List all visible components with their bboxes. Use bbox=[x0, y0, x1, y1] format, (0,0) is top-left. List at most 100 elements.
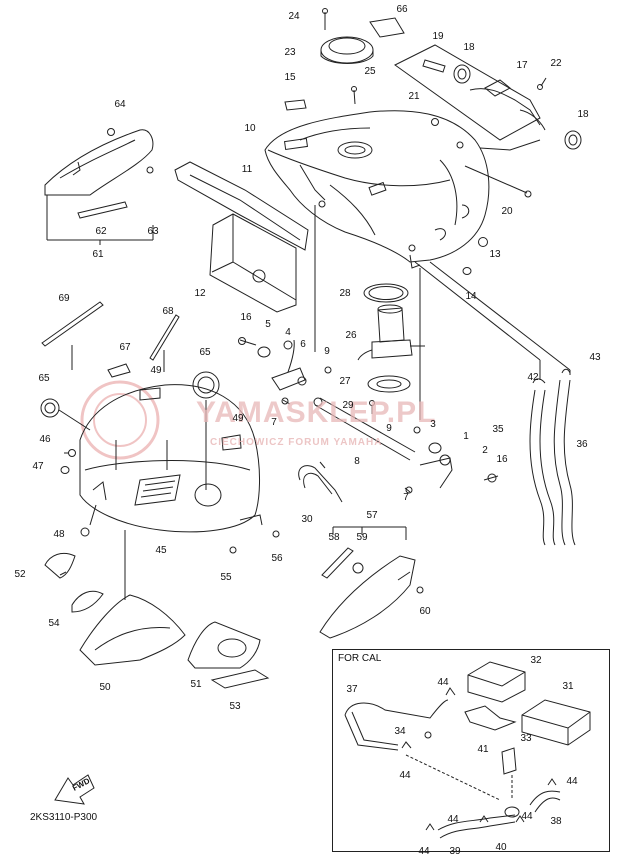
canister-31 bbox=[522, 700, 590, 745]
part-label: 47 bbox=[32, 461, 44, 472]
part-label: 54 bbox=[48, 618, 60, 629]
part-label: 49 bbox=[232, 413, 244, 424]
part-label: 43 bbox=[589, 352, 601, 363]
part-label: 57 bbox=[366, 510, 378, 521]
front-tank-cover bbox=[80, 385, 260, 532]
part-label: 65 bbox=[38, 373, 50, 384]
part-label: 16 bbox=[240, 312, 252, 323]
lower-cover-50 bbox=[80, 595, 185, 665]
part-label: 38 bbox=[550, 816, 562, 827]
part-label: 28 bbox=[339, 288, 351, 299]
part-label: 50 bbox=[99, 682, 111, 693]
part-label: 23 bbox=[284, 47, 296, 58]
part-label: 4 bbox=[285, 327, 291, 338]
part-label: 44 bbox=[521, 811, 533, 822]
fuel-hose-30 bbox=[299, 466, 342, 502]
part-label: 44 bbox=[447, 814, 459, 825]
part-label: 7 bbox=[403, 492, 409, 503]
drain-hose-36 bbox=[554, 380, 565, 545]
lower-cover-51 bbox=[188, 622, 260, 668]
part-label: 59 bbox=[356, 532, 368, 543]
part-label: 58 bbox=[328, 532, 340, 543]
fwd-arrow bbox=[55, 775, 94, 804]
part-label: 65 bbox=[199, 347, 211, 358]
cal-inset-box bbox=[332, 649, 610, 852]
watermark: YAMASKLEP.PL bbox=[196, 396, 437, 429]
bracket-panel bbox=[320, 556, 415, 638]
part-label: 18 bbox=[577, 109, 589, 120]
part-label: 18 bbox=[463, 42, 475, 53]
part-label: 56 bbox=[271, 553, 283, 564]
part-label: 15 bbox=[284, 72, 296, 83]
part-label: 29 bbox=[342, 400, 354, 411]
part-label: 52 bbox=[14, 569, 26, 580]
part-label: 42 bbox=[527, 372, 539, 383]
part-label: 68 bbox=[162, 306, 174, 317]
part-label: 37 bbox=[346, 684, 358, 695]
part-label: 36 bbox=[576, 439, 588, 450]
part-label: 34 bbox=[394, 726, 406, 737]
part-label: 8 bbox=[354, 456, 360, 467]
part-label: 44 bbox=[437, 677, 449, 688]
part-label: 63 bbox=[147, 226, 159, 237]
part-label: 32 bbox=[530, 655, 542, 666]
part-label: 61 bbox=[92, 249, 104, 260]
part-label: 60 bbox=[419, 606, 431, 617]
part-label: 9 bbox=[386, 423, 392, 434]
fuel-rod bbox=[315, 398, 415, 460]
cal-inset-title: FOR CAL bbox=[338, 653, 382, 664]
part-label: 35 bbox=[492, 424, 504, 435]
fuel-tank bbox=[265, 111, 489, 262]
part-label: 17 bbox=[516, 60, 528, 71]
side-panel-61 bbox=[45, 130, 153, 195]
side-cover bbox=[175, 162, 308, 250]
part-label: 55 bbox=[220, 572, 232, 583]
part-label: 24 bbox=[288, 11, 300, 22]
part-label: 5 bbox=[265, 319, 271, 330]
part-label: 44 bbox=[566, 776, 578, 787]
part-label: 13 bbox=[489, 249, 501, 260]
part-label: 67 bbox=[119, 342, 131, 353]
part-label: 27 bbox=[339, 376, 351, 387]
part-label: 16 bbox=[496, 454, 508, 465]
part-label: 30 bbox=[301, 514, 313, 525]
part-label: 46 bbox=[39, 434, 51, 445]
fuel-cap bbox=[321, 37, 373, 63]
part-label: 6 bbox=[300, 339, 306, 350]
part-label: 26 bbox=[345, 330, 357, 341]
part-label: 44 bbox=[418, 846, 430, 857]
part-label: 40 bbox=[495, 842, 507, 853]
part-label: 9 bbox=[324, 346, 330, 357]
part-label: 22 bbox=[550, 58, 562, 69]
tank-filler-opening bbox=[338, 142, 372, 158]
diagram-code: 2KS3110-P300 bbox=[30, 812, 98, 823]
part-label: 69 bbox=[58, 293, 70, 304]
part-label: 31 bbox=[562, 681, 574, 692]
part-label: 41 bbox=[477, 744, 489, 755]
part-label: 20 bbox=[501, 206, 513, 217]
part-label: 39 bbox=[449, 846, 461, 857]
part-label: 14 bbox=[465, 291, 477, 302]
part-label: 64 bbox=[114, 99, 126, 110]
part-label: 11 bbox=[241, 164, 253, 175]
part-label: 53 bbox=[229, 701, 241, 712]
part-label: 2 bbox=[482, 445, 488, 456]
part-label: 19 bbox=[432, 31, 444, 42]
part-label: 25 bbox=[364, 66, 376, 77]
part-label: 49 bbox=[150, 365, 162, 376]
part-label: 10 bbox=[244, 123, 256, 134]
emblem-65 bbox=[193, 372, 219, 398]
part-label: 33 bbox=[520, 733, 532, 744]
part-label: 48 bbox=[53, 529, 65, 540]
part-label: 1 bbox=[463, 431, 469, 442]
part-label: 66 bbox=[396, 4, 408, 15]
part-label: 51 bbox=[190, 679, 202, 690]
watermark-subtitle: CIECHOWICZ FORUM YAMAHA bbox=[210, 437, 383, 448]
watermark-roundel bbox=[82, 382, 158, 458]
pump-gasket bbox=[364, 284, 408, 302]
part-label: 3 bbox=[430, 419, 436, 430]
part-label: 12 bbox=[194, 288, 206, 299]
part-label: 21 bbox=[408, 91, 420, 102]
